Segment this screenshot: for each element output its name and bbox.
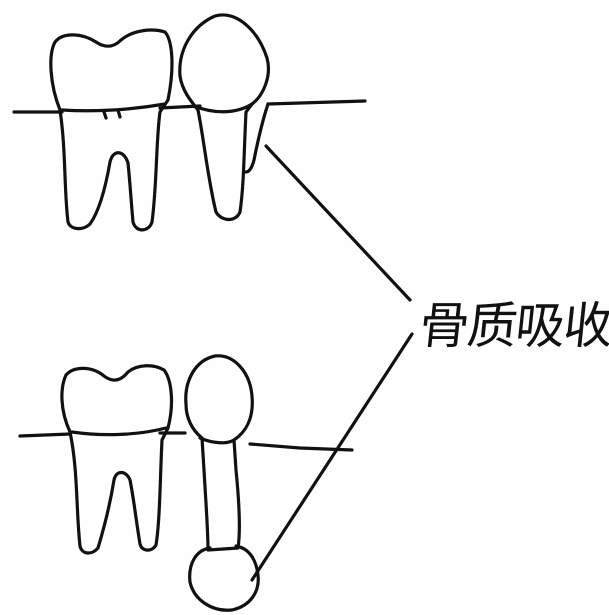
- leader-line-lower: [250, 332, 414, 582]
- lower-molar-crown-line: [70, 426, 168, 437]
- lower-illustration: [18, 354, 354, 612]
- bone-resorption-label: 骨质吸收: [416, 297, 609, 355]
- upper-premolar: [178, 13, 270, 222]
- upper-molar-crown-line: [60, 102, 167, 113]
- upper-molar: [49, 28, 174, 232]
- lower-root-lesion: [188, 544, 260, 612]
- lower-molar: [60, 364, 174, 555]
- upper-illustration: [12, 13, 367, 232]
- upper-molar-root-split: [102, 108, 122, 120]
- upper-premolar-crown-line: [192, 102, 254, 114]
- leader-line-upper: [264, 144, 412, 302]
- lower-premolar: [184, 354, 254, 552]
- upper-bone-defect: [244, 102, 270, 174]
- lower-premolar-crown-line: [198, 436, 236, 445]
